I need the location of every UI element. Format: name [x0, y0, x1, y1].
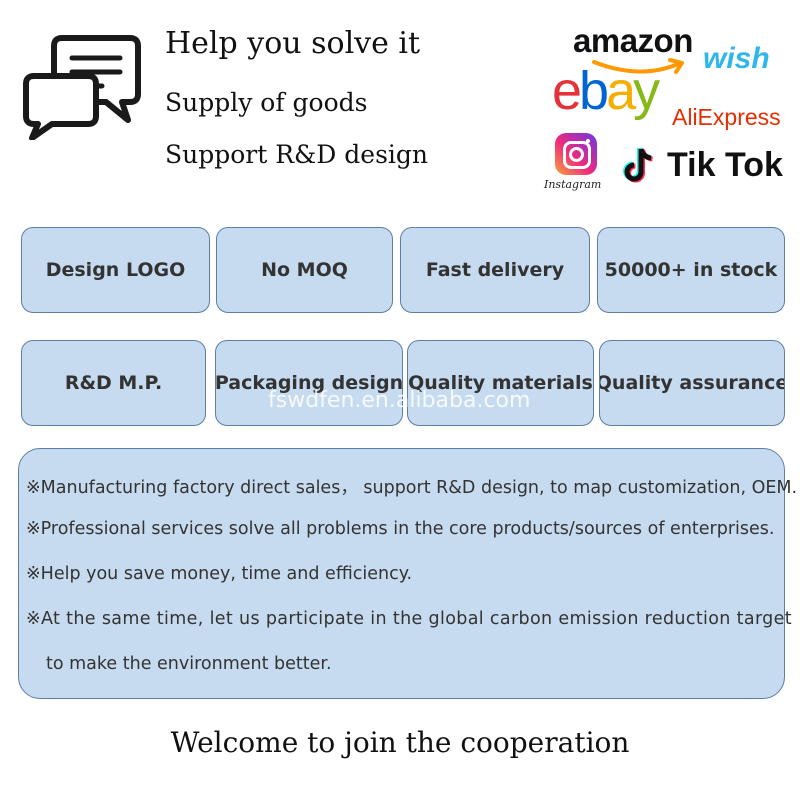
info-line: ※At the same time, let us participate in…: [26, 609, 792, 629]
info-panel: [18, 448, 785, 699]
headline-supply: Supply of goods: [165, 88, 368, 117]
feature-rd-mp: R&D M.P.: [21, 340, 206, 426]
feature-quality-assurance: Quality assurance: [599, 340, 785, 426]
footer-message: Welcome to join the cooperation: [170, 726, 630, 759]
info-line: to make the environment better.: [46, 654, 332, 674]
info-line: ※Help you save money, time and efficienc…: [26, 564, 413, 584]
wish-logo: wish: [703, 42, 770, 75]
instagram-label: Instagram: [544, 178, 602, 191]
feature-fast-delivery: Fast delivery: [400, 227, 590, 313]
feature-quality-materials: Quality materials: [407, 340, 594, 426]
feature-packaging-design: Packaging design: [215, 340, 403, 426]
tiktok-icon: [623, 147, 653, 183]
feature-in-stock: 50000+ in stock: [597, 227, 785, 313]
info-line: ※Manufacturing factory direct sales， sup…: [26, 478, 798, 498]
headline-support: Support R&D design: [165, 140, 429, 169]
ebay-logo: ebay: [552, 61, 660, 121]
info-line: ※Professional services solve all problem…: [26, 519, 775, 539]
aliexpress-logo: AliExpress: [672, 104, 781, 130]
amazon-logo: amazon: [573, 22, 693, 59]
watermark: fswdfen.en.alibaba.com: [268, 388, 531, 413]
feature-design-logo: Design LOGO: [21, 227, 210, 313]
tiktok-logo: Tik Tok: [667, 146, 783, 184]
instagram-icon: [555, 133, 597, 175]
feature-no-moq: No MOQ: [216, 227, 393, 313]
chat-bubbles-icon: [23, 35, 141, 140]
amazon-smile-icon: [592, 58, 684, 74]
headline-help: Help you solve it: [165, 26, 421, 61]
